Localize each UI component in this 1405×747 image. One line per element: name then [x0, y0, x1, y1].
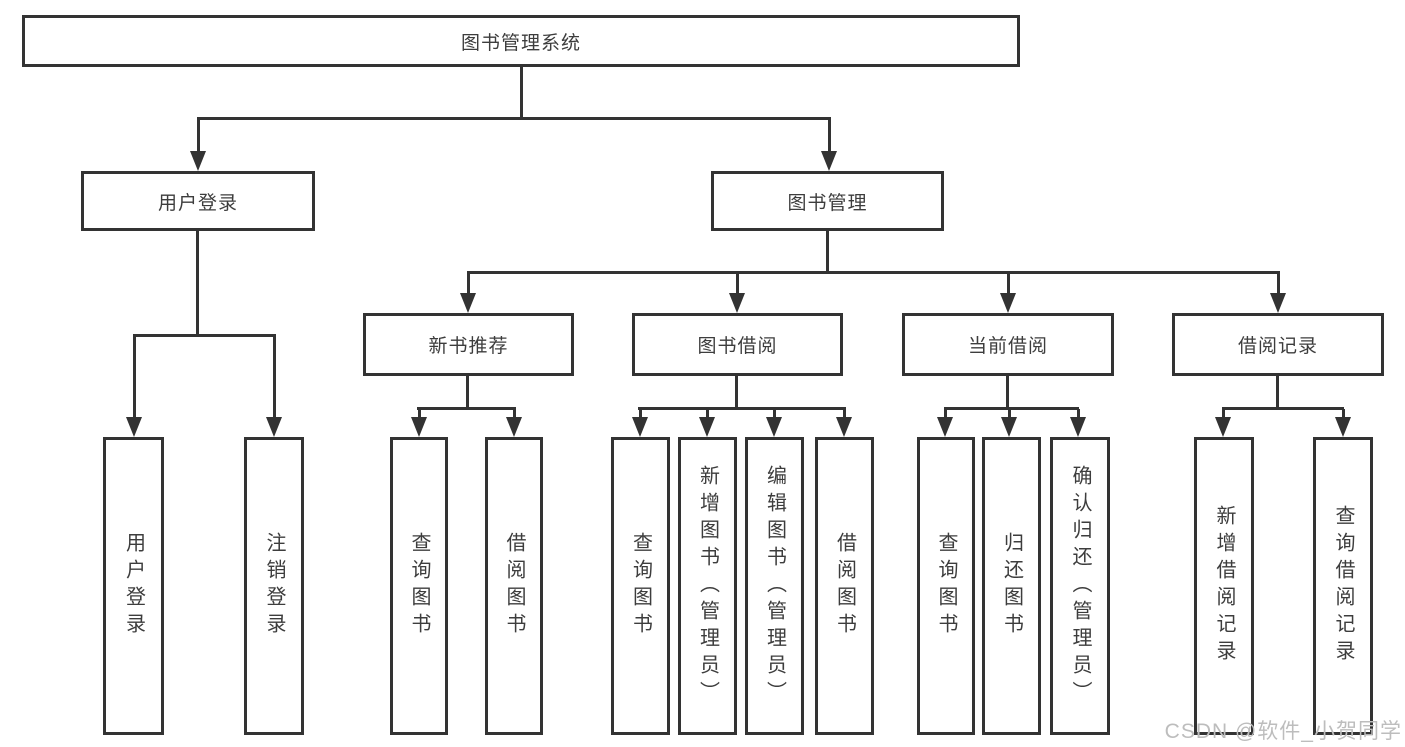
node-root: 图书管理系统: [22, 15, 1020, 67]
arrow-bookborrow: [729, 293, 745, 313]
connector-currentborrow-bar: [944, 407, 1079, 410]
leaf-add-borrow-record-label: 新增借阅记录: [1213, 505, 1235, 667]
connector-borrowrecords-bar: [1222, 407, 1344, 410]
connector-drop-b1: [418, 409, 421, 418]
connector-borrowrecords-stem: [1276, 376, 1279, 407]
connector-drop-newbook: [467, 273, 470, 293]
node-borrow-records-label: 借阅记录: [1237, 336, 1318, 357]
leaf-query-borrow-record-label: 查询借阅记录: [1332, 505, 1354, 667]
arrow-book-mgmt: [821, 151, 837, 171]
leaf-borrow-books-label: 借阅图书: [833, 532, 856, 640]
arrow-d1: [937, 417, 953, 437]
arrow-newbook: [460, 293, 476, 313]
connector-drop-d3: [1077, 409, 1080, 418]
connector-userlogin-bar: [133, 334, 276, 337]
arrow-e1: [1215, 417, 1231, 437]
arrow-b2: [506, 417, 522, 437]
node-book-management-label: 图书管理: [787, 192, 868, 214]
arrow-c3: [766, 417, 782, 437]
node-new-book-recommend: 新书推荐: [363, 313, 574, 376]
connector-drop-bookborrow: [736, 273, 739, 293]
arrow-user-login: [190, 151, 206, 171]
leaf-logout-label: 注销登录: [263, 532, 285, 640]
leaf-query-books-recommend: 查询图书: [390, 437, 448, 735]
connector-level3-bar: [467, 271, 1280, 274]
leaf-borrow-books: 借阅图书: [815, 437, 874, 735]
connector-drop-leaf-login: [133, 336, 136, 417]
connector-drop-d1: [944, 409, 947, 418]
node-current-borrow-label: 当前借阅: [967, 336, 1048, 357]
arrow-d2: [1001, 417, 1017, 437]
connector-drop-borrowrecords: [1277, 273, 1280, 293]
csdn-watermark: CSDN @软件_小贺同学: [1164, 720, 1402, 743]
node-user-login-label: 用户登录: [157, 192, 238, 214]
arrow-b1: [411, 417, 427, 437]
connector-drop-b2: [513, 409, 516, 418]
node-user-login: 用户登录: [81, 171, 315, 231]
leaf-return-book-label: 归还图书: [1000, 532, 1023, 640]
arrow-currentborrow: [1000, 293, 1016, 313]
leaf-query-books-borrow: 查询图书: [611, 437, 670, 735]
node-borrow-records: 借阅记录: [1172, 313, 1384, 376]
leaf-edit-book-admin-label: 编辑图书（管理员）: [763, 464, 786, 708]
node-book-borrow-label: 图书借阅: [697, 336, 778, 357]
connector-newbook-bar: [417, 407, 516, 410]
arrow-d3: [1070, 417, 1086, 437]
leaf-add-borrow-record: 新增借阅记录: [1194, 437, 1254, 735]
arrow-c1: [632, 417, 648, 437]
leaf-add-book-admin: 新增图书（管理员）: [678, 437, 737, 735]
leaf-borrow-books-recommend-label: 借阅图书: [503, 532, 525, 640]
node-new-book-recommend-label: 新书推荐: [428, 336, 509, 357]
connector-bookborrow-stem: [735, 376, 738, 407]
arrow-leaf-logout: [266, 417, 282, 437]
node-current-borrow: 当前借阅: [902, 313, 1114, 376]
arrow-leaf-login: [126, 417, 142, 437]
connector-drop-e2: [1342, 409, 1345, 418]
connector-drop-c4: [843, 409, 846, 418]
node-book-management: 图书管理: [711, 171, 944, 231]
leaf-logout: 注销登录: [244, 437, 304, 735]
leaf-query-books-current: 查询图书: [917, 437, 975, 735]
arrow-c2: [699, 417, 715, 437]
leaf-query-borrow-record: 查询借阅记录: [1313, 437, 1373, 735]
leaf-user-login: 用户登录: [103, 437, 164, 735]
leaf-query-books-recommend-label: 查询图书: [408, 532, 430, 640]
arrow-borrowrecords: [1270, 293, 1286, 313]
arrow-c4: [836, 417, 852, 437]
connector-userlogin-stem: [196, 231, 199, 334]
connector-root-stem: [520, 67, 523, 117]
connector-drop-leaf-logout: [273, 336, 276, 417]
node-book-borrow: 图书借阅: [632, 313, 843, 376]
leaf-return-book: 归还图书: [982, 437, 1041, 735]
connector-drop-book-mgmt: [828, 119, 831, 152]
connector-drop-currentborrow: [1007, 273, 1010, 293]
leaf-confirm-return-admin: 确认归还（管理员）: [1050, 437, 1110, 735]
leaf-borrow-books-recommend: 借阅图书: [485, 437, 543, 735]
leaf-add-book-admin-label: 新增图书（管理员）: [696, 464, 719, 708]
arrow-e2: [1335, 417, 1351, 437]
leaf-query-books-borrow-label: 查询图书: [629, 532, 652, 640]
connector-drop-c3: [773, 409, 776, 418]
leaf-confirm-return-admin-label: 确认归还（管理员）: [1069, 464, 1091, 708]
connector-drop-user-login: [197, 119, 200, 152]
node-root-label: 图书管理系统: [460, 32, 581, 54]
connector-currentborrow-stem: [1006, 376, 1009, 407]
connector-newbook-stem: [466, 376, 469, 407]
connector-drop-d2: [1008, 409, 1011, 418]
leaf-user-login-label: 用户登录: [122, 532, 145, 640]
connector-bookmgmt-stem: [826, 231, 829, 271]
leaf-edit-book-admin: 编辑图书（管理员）: [745, 437, 804, 735]
connector-drop-c1: [639, 409, 642, 418]
connector-bookborrow-bar: [638, 407, 846, 410]
connector-drop-c2: [706, 409, 709, 418]
connector-drop-e1: [1222, 409, 1225, 418]
leaf-query-books-current-label: 查询图书: [935, 532, 957, 640]
connector-level1-bar: [197, 117, 831, 120]
